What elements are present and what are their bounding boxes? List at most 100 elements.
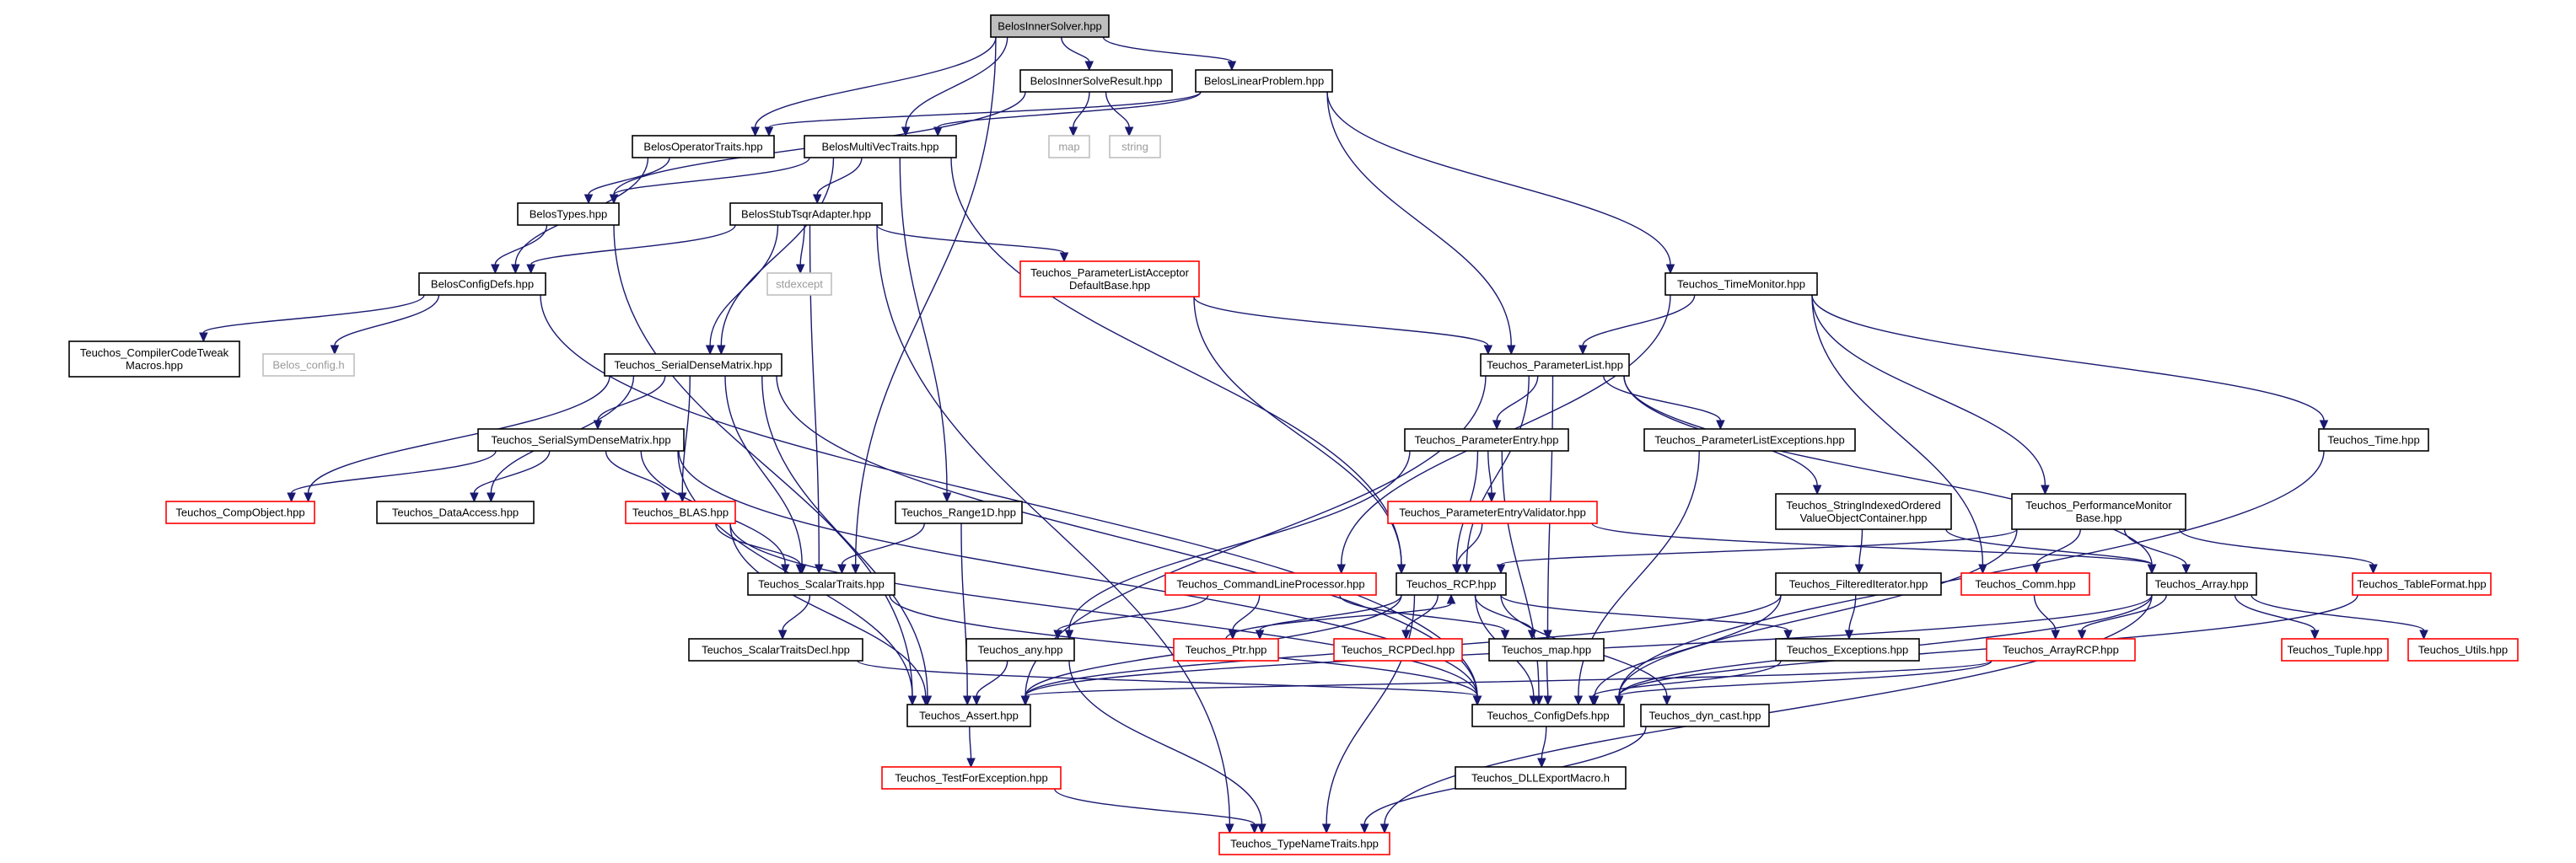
node-belos-inner-solve-result[interactable]: BelosInnerSolveResult.hpp [1019,69,1173,93]
node-exceptions[interactable]: Teuchos_Exceptions.hpp [1775,638,1920,662]
node-label: Teuchos_BLAS.hpp [632,507,729,519]
node-time-monitor[interactable]: Teuchos_TimeMonitor.hpp [1664,272,1818,296]
edge-line [290,450,497,494]
node-parameter-list[interactable]: Teuchos_ParameterList.hpp [1480,353,1630,377]
edge-line [1618,660,1993,697]
node-label: Teuchos_FilteredIterator.hpp [1789,578,1928,591]
edge-line [1061,36,1090,62]
node-label: Teuchos_RCPDecl.hpp [1342,644,1455,657]
node-box [2352,572,2492,596]
node-belos-config-defs[interactable]: BelosConfigDefs.hpp [418,272,546,296]
node-table-format[interactable]: Teuchos_TableFormat.hpp [2352,572,2492,596]
edge-perf-monitor-base-to-array [2123,528,2191,575]
edge-line [1811,294,2046,486]
edge-rcp-to-rcpdecl [1401,594,1439,641]
edge-line [1811,294,1984,566]
edge-assert-to-test-for-exception [966,726,976,769]
edge-arrowhead [1379,823,1390,834]
node-data-access[interactable]: Teuchos_DataAccess.hpp [376,501,535,524]
node-belos-linear-problem[interactable]: BelosLinearProblem.hpp [1195,69,1333,93]
edge-blas-to-config-defs [729,523,1482,706]
node-cmd-line-processor[interactable]: Teuchos_CommandLineProcessor.hpp [1164,572,1377,596]
node-array-rcp[interactable]: Teuchos_ArrayRCP.hpp [1986,638,2136,662]
node-belos-inner-solver[interactable]: BelosInnerSolver.hpp [990,14,1110,38]
node-stdexcept[interactable]: stdexcept [766,272,832,296]
edge-arrowhead [1578,345,1588,356]
node-pevalidator[interactable]: Teuchos_ParameterEntryValidator.hpp [1387,501,1598,524]
edge-line [754,36,997,128]
edge-arrowhead [942,492,952,503]
node-time-hpp[interactable]: Teuchos_Time.hpp [2318,428,2429,452]
edge-belos-stub-tsqr-adapter-to-placceptor-default-base [876,224,1069,263]
node-label: Teuchos_ConfigDefs.hpp [1487,710,1609,722]
edges-layer [199,36,2428,834]
node-box [965,638,1075,662]
node-label: BelosMultiVecTraits.hpp [822,141,939,153]
edge-line [2251,594,2425,631]
node-assert[interactable]: Teuchos_Assert.hpp [906,704,1031,727]
edge-arrowhead [705,345,715,356]
node-config-defs[interactable]: Teuchos_ConfigDefs.hpp [1471,704,1625,727]
node-box [1986,638,2136,662]
node-dyn-cast[interactable]: Teuchos_dyn_cast.hpp [1640,704,1770,727]
edge-arrowhead [2181,564,2191,575]
node-tuple[interactable]: Teuchos_Tuple.hpp [2281,638,2389,662]
edge-arrowhead [764,126,774,137]
node-string-indexed[interactable]: Teuchos_StringIndexedOrderedValueObjectC… [1775,493,1952,530]
edge-line [1326,594,1416,825]
node-serial-dense-matrix[interactable]: Teuchos_SerialDenseMatrix.hpp [604,353,782,377]
node-rcp[interactable]: Teuchos_RCP.hpp [1396,572,1507,596]
node-plexceptions[interactable]: Teuchos_ParameterListExceptions.hpp [1643,428,1856,452]
node-box [990,14,1110,38]
edge-line [724,375,803,566]
edge-line [1848,594,1857,631]
node-test-for-exception[interactable]: Teuchos_TestForException.hpp [881,766,1062,790]
node-scalar-traits-decl[interactable]: Teuchos_ScalarTraitsDecl.hpp [688,638,863,662]
node-serial-sym-dense-matrix[interactable]: Teuchos_SerialSymDenseMatrix.hpp [477,428,685,452]
node-label: Teuchos_Ptr.hpp [1186,644,1267,657]
node-array[interactable]: Teuchos_Array.hpp [2146,572,2257,596]
edge-arrowhead [907,695,917,706]
node-label: Teuchos_Assert.hpp [919,710,1019,722]
node-label: Teuchos_Exceptions.hpp [1787,644,1909,657]
node-scalar-traits[interactable]: Teuchos_ScalarTraits.hpp [747,572,895,596]
node-map-std[interactable]: map [1048,135,1090,158]
node-utils[interactable]: Teuchos_Utils.hpp [2407,638,2519,662]
edge-parameter-list-to-plexceptions [1603,375,1725,431]
node-parameter-entry[interactable]: Teuchos_ParameterEntry.hpp [1404,428,1569,452]
edge-line [473,450,551,494]
node-any-hpp[interactable]: Teuchos_any.hpp [965,638,1075,662]
edge-array-rcp-to-config-defs [1614,660,1993,706]
node-filtered-iterator[interactable]: Teuchos_FilteredIterator.hpp [1775,572,1942,596]
node-comm[interactable]: Teuchos_Comm.hpp [1960,572,2090,596]
node-label: string [1121,141,1148,153]
node-range1-d[interactable]: Teuchos_Range1D.hpp [895,501,1023,524]
node-belos-multi-vec-traits[interactable]: BelosMultiVecTraits.hpp [804,135,957,158]
edge-arrowhead [1020,695,1030,706]
edge-line [1225,603,1452,640]
edge-arrowhead [1462,564,1471,575]
node-belos-operator-traits[interactable]: BelosOperatorTraits.hpp [632,135,775,158]
node-belos-types[interactable]: BelosTypes.hpp [517,202,620,226]
node-box [906,704,1031,727]
node-blas[interactable]: Teuchos_BLAS.hpp [625,501,736,524]
node-type-name-traits[interactable]: Teuchos_TypeNameTraits.hpp [1218,832,1390,855]
node-box [632,135,775,158]
node-belos-stub-tsqr-adapter[interactable]: BelosStubTsqrAdapter.hpp [729,202,883,226]
edge-arrowhead [1059,252,1069,263]
node-placceptor-default-base[interactable]: Teuchos_ParameterListAcceptorDefaultBase… [1019,260,1200,297]
node-rcpdecl[interactable]: Teuchos_RCPDecl.hpp [1333,638,1463,662]
node-ptr[interactable]: Teuchos_Ptr.hpp [1173,638,1279,662]
edge-plexceptions-to-config-defs [1573,450,1700,706]
edge-parameter-list-to-rcp [1462,375,1530,575]
edge-arrowhead [470,492,479,503]
node-comp-object[interactable]: Teuchos_CompObject.hpp [165,501,315,524]
node-map-hpp[interactable]: Teuchos_map.hpp [1488,638,1605,662]
node-dllexport-macro[interactable]: Teuchos_DLLExportMacro.h [1455,766,1627,790]
edge-arrowhead [1662,695,1672,706]
node-string-std[interactable]: string [1109,135,1161,158]
node-belos-config[interactable]: Belos_config.h [262,353,355,377]
edge-map-hpp-to-config-defs [1543,660,1552,706]
